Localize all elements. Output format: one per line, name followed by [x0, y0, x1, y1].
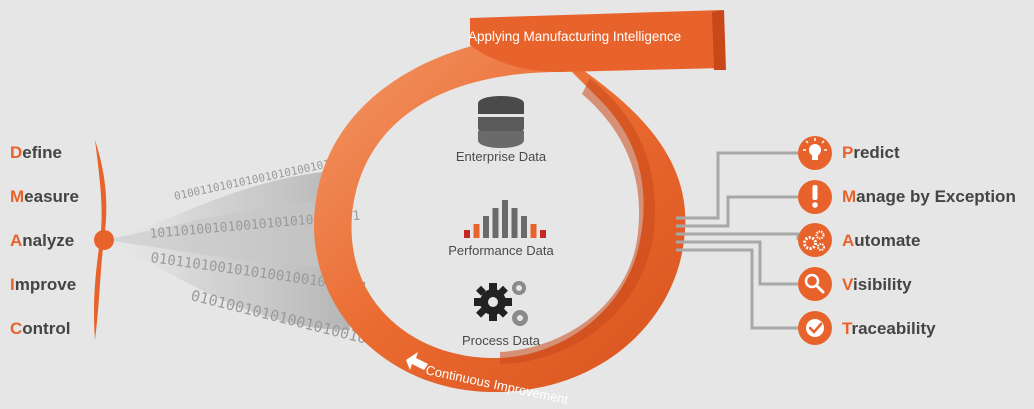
outcome-traceability: Traceability	[842, 319, 936, 339]
bar-chart-icon-bar	[521, 216, 527, 238]
bar-chart-icon-bar	[473, 224, 480, 238]
lightbulb-icon	[798, 136, 832, 170]
dmaic-initial: I	[10, 275, 15, 294]
performance-data-label: Performance Data	[448, 243, 554, 258]
dmaic-initial: D	[10, 143, 23, 162]
outcome-initial: T	[842, 319, 852, 338]
dmaic-item-define: Define	[10, 143, 62, 163]
process-data-label: Process Data	[461, 333, 541, 348]
bar-chart-icon-bar	[492, 208, 499, 238]
bar-chart-icon	[464, 200, 546, 238]
bar-chart-icon-bar	[483, 216, 489, 238]
continuous-improvement-loop	[313, 10, 726, 393]
dmaic-item-analyze: Analyze	[10, 231, 74, 251]
bar-chart-icon-bar	[464, 230, 470, 238]
dmaic-rest: efine	[22, 143, 62, 162]
outcome-rest: anage by Exception	[856, 187, 1016, 206]
outcome-rest: isibility	[853, 275, 912, 294]
dmaic-item-measure: Measure	[10, 187, 79, 207]
dmaic-initial: C	[10, 319, 23, 338]
bar-chart-icon-bar	[540, 230, 546, 238]
magnifier-icon	[798, 267, 832, 301]
dmaic-rest: easure	[24, 187, 79, 206]
outcome-icons	[798, 136, 832, 345]
checkmark-icon	[798, 311, 832, 345]
dmaic-item-control: Control	[10, 319, 70, 339]
dmaic-item-improve: Improve	[10, 275, 76, 295]
outcome-rest: redict	[853, 143, 900, 162]
outcome-automate: Automate	[842, 231, 920, 251]
outcome-manage-by-exception: Manage by Exception	[842, 187, 1016, 207]
database-icon	[478, 96, 524, 148]
outcome-connectors	[676, 151, 800, 330]
outcome-rest: utomate	[854, 231, 921, 250]
outcome-initial: A	[842, 231, 855, 250]
arrow-icon	[406, 352, 428, 370]
outcome-initial: P	[842, 143, 854, 162]
dmaic-rest: mprove	[14, 275, 77, 294]
outcome-rest: raceability	[851, 319, 936, 338]
bar-chart-icon-bar	[511, 208, 518, 238]
bar-chart-icon-bar	[502, 200, 508, 238]
pinwheel-icon	[93, 140, 114, 340]
data-stream	[105, 170, 350, 330]
gears-icon	[474, 281, 528, 326]
outcome-initial: M	[842, 187, 857, 206]
dmaic-rest: nalyze	[22, 231, 75, 250]
enterprise-data-label: Enterprise Data	[455, 149, 547, 164]
bar-chart-icon-bar	[530, 224, 537, 238]
gears-icon	[798, 223, 832, 257]
outcome-predict: Predict	[842, 143, 900, 163]
outcome-visibility: Visibility	[842, 275, 912, 295]
exclamation-icon	[798, 180, 832, 214]
dmaic-initial: M	[10, 187, 25, 206]
outcome-initial: V	[842, 275, 854, 294]
dmaic-rest: ontrol	[22, 319, 71, 338]
banner-title: Applying Manufacturing Intelligence	[468, 29, 682, 44]
dmaic-initial: A	[10, 231, 23, 250]
